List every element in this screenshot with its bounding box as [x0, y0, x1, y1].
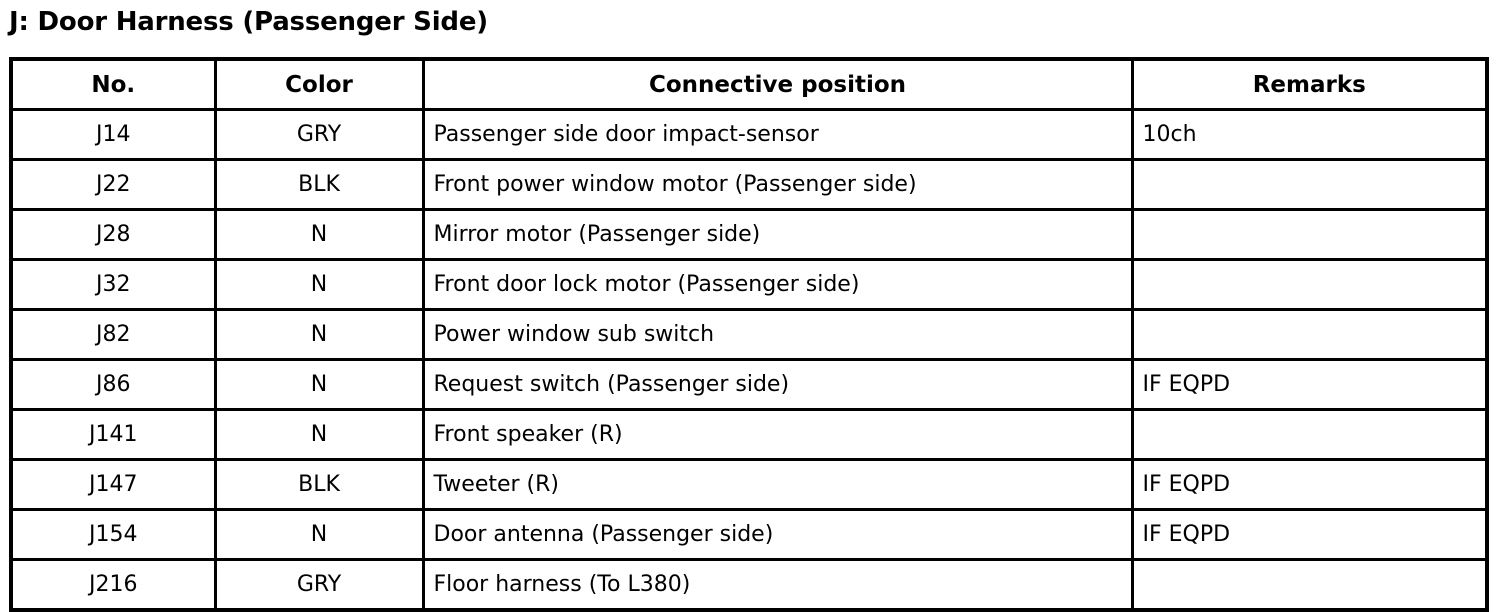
column-header-no: No.	[9, 57, 217, 111]
cell-no: J86	[9, 358, 217, 411]
cell-position: Floor harness (To L380)	[421, 558, 1134, 612]
column-header-color: Color	[213, 57, 425, 111]
cell-color: BLK	[213, 458, 425, 511]
cell-color: N	[213, 508, 425, 561]
cell-remarks: IF EQPD	[1130, 458, 1489, 511]
cell-no: J141	[9, 408, 217, 461]
cell-remarks	[1130, 408, 1489, 461]
cell-remarks	[1130, 208, 1489, 261]
cell-color: GRY	[213, 558, 425, 612]
cell-position: Front speaker (R)	[421, 408, 1134, 461]
cell-no: J147	[9, 458, 217, 511]
cell-position: Front power window motor (Passenger side…	[421, 158, 1134, 211]
cell-no: J216	[9, 558, 217, 612]
cell-remarks	[1130, 158, 1489, 211]
cell-remarks	[1130, 558, 1489, 612]
cell-no: J28	[9, 208, 217, 261]
harness-connector-table: No. Color Connective position Remarks J1…	[9, 57, 1489, 612]
cell-remarks	[1130, 308, 1489, 361]
cell-position: Door antenna (Passenger side)	[421, 508, 1134, 561]
cell-color: GRY	[213, 108, 425, 161]
column-header-position: Connective position	[421, 57, 1134, 111]
cell-position: Mirror motor (Passenger side)	[421, 208, 1134, 261]
cell-color: N	[213, 408, 425, 461]
cell-remarks: IF EQPD	[1130, 508, 1489, 561]
cell-color: N	[213, 208, 425, 261]
table-header-row: No. Color Connective position Remarks	[9, 57, 1489, 111]
cell-position: Tweeter (R)	[421, 458, 1134, 511]
cell-position: Passenger side door impact-sensor	[421, 108, 1134, 161]
cell-remarks	[1130, 258, 1489, 311]
cell-color: N	[213, 258, 425, 311]
cell-color: BLK	[213, 158, 425, 211]
cell-position: Front door lock motor (Passenger side)	[421, 258, 1134, 311]
document-page: J: Door Harness (Passenger Side) No. Col…	[9, 7, 1489, 612]
cell-no: J32	[9, 258, 217, 311]
cell-color: N	[213, 358, 425, 411]
cell-remarks: IF EQPD	[1130, 358, 1489, 411]
cell-no: J14	[9, 108, 217, 161]
column-header-remarks: Remarks	[1130, 57, 1489, 111]
cell-position: Power window sub switch	[421, 308, 1134, 361]
page-title: J: Door Harness (Passenger Side)	[9, 7, 488, 37]
cell-remarks: 10ch	[1130, 108, 1489, 161]
cell-no: J82	[9, 308, 217, 361]
cell-no: J22	[9, 158, 217, 211]
cell-position: Request switch (Passenger side)	[421, 358, 1134, 411]
table-header: No. Color Connective position Remarks	[9, 57, 1489, 111]
cell-color: N	[213, 308, 425, 361]
cell-no: J154	[9, 508, 217, 561]
